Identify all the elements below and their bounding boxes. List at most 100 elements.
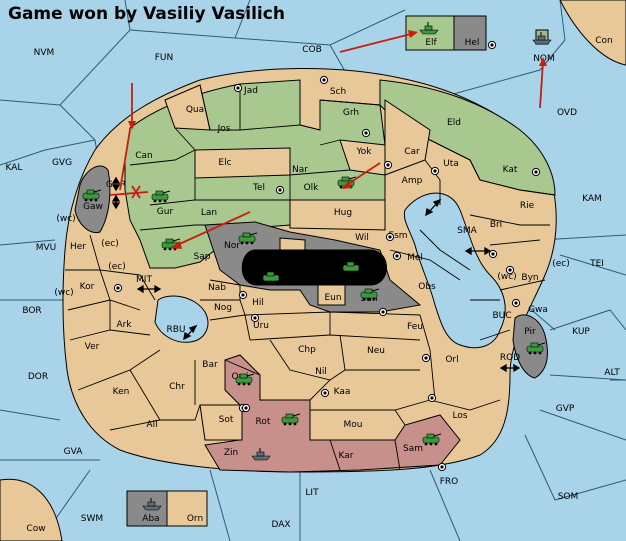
fleet-unit-icon[interactable]: [142, 498, 162, 511]
territory-label-ken[interactable]: Ken: [113, 387, 130, 397]
territory-label-can[interactable]: Can: [135, 151, 153, 161]
territory-label-mel[interactable]: Mel: [407, 253, 423, 263]
territory-label-uru[interactable]: Uru: [253, 321, 269, 331]
sea-label-buc[interactable]: BUC: [492, 311, 511, 321]
sea-label-nom[interactable]: NOM: [533, 54, 555, 64]
army-unit-icon[interactable]: [342, 261, 362, 274]
sea-label-cob[interactable]: COB: [302, 45, 322, 55]
territory-label-rie[interactable]: Rie: [520, 201, 535, 211]
territory-label-feu[interactable]: Feu: [407, 322, 423, 332]
territory-label-ost[interactable]: Ost: [315, 256, 331, 266]
sea-label-tei[interactable]: TEI: [589, 259, 604, 269]
territory-label-hel[interactable]: Hel: [465, 38, 480, 48]
territory-label-jos[interactable]: Jos: [217, 124, 231, 134]
sea-label-mit[interactable]: MIT: [136, 275, 152, 285]
sea-label-rod[interactable]: ROD: [500, 353, 520, 363]
territory-label-sam[interactable]: Sam: [403, 444, 423, 454]
territory-label-esm[interactable]: Esm: [388, 231, 407, 241]
territory-label-wil[interactable]: Wil: [355, 233, 369, 243]
army-unit-icon[interactable]: [526, 342, 546, 355]
sea-label-sma[interactable]: SMA: [457, 226, 477, 236]
sea-label-nvm[interactable]: NVM: [34, 48, 55, 58]
sea-label-kam[interactable]: KAM: [582, 194, 602, 204]
army-unit-icon[interactable]: [82, 189, 102, 202]
army-unit-icon[interactable]: [281, 413, 301, 426]
territory-label-elc[interactable]: Elc: [218, 158, 231, 168]
army-unit-icon[interactable]: [151, 190, 171, 203]
army-unit-icon[interactable]: [262, 271, 282, 284]
territory-label-eld[interactable]: Eld: [447, 118, 461, 128]
territory-label-byn[interactable]: Byn: [521, 273, 538, 283]
sea-label-dax[interactable]: DAX: [271, 520, 290, 530]
territory-label-orn[interactable]: Orn: [187, 514, 203, 524]
territory-label-nab[interactable]: Nab: [208, 283, 226, 293]
territory-label-aba[interactable]: Aba: [142, 514, 159, 524]
territory-label-gur[interactable]: Gur: [157, 207, 174, 217]
sea-label-lit[interactable]: LIT: [305, 488, 319, 498]
sea-label-som[interactable]: SOM: [558, 492, 579, 502]
territory-label-con[interactable]: Con: [595, 36, 613, 46]
sea-label-fun[interactable]: FUN: [155, 53, 174, 63]
territory-label-hug[interactable]: Hug: [334, 208, 352, 218]
territory-label-zin[interactable]: Zin: [224, 448, 238, 458]
territory-label-ail[interactable]: Ail: [146, 420, 157, 430]
sea-label-rbu[interactable]: RBU: [166, 325, 185, 335]
sea-label-gva[interactable]: GVA: [64, 447, 84, 457]
territory-label-bar[interactable]: Bar: [202, 360, 218, 370]
territory-label-jad[interactable]: Jad: [243, 86, 258, 96]
territory-label-cow[interactable]: Cow: [26, 524, 45, 534]
territory-label-nor[interactable]: Nor: [224, 241, 240, 251]
territory-label-lan[interactable]: Lan: [201, 208, 217, 218]
army-unit-icon[interactable]: [360, 288, 380, 301]
territory-label-ver[interactable]: Ver: [85, 342, 100, 352]
army-unit-icon[interactable]: [238, 232, 258, 245]
sea-label-alt[interactable]: ALT: [604, 368, 620, 378]
sea-label-swm[interactable]: SWM: [81, 514, 103, 524]
fleet-unit-icon[interactable]: [251, 448, 271, 461]
sea-label-fro[interactable]: FRO: [440, 477, 459, 487]
territory-label-neu[interactable]: Neu: [367, 346, 385, 356]
territory-label-nar[interactable]: Nar: [292, 165, 308, 175]
territory-label-elf[interactable]: Elf: [425, 38, 437, 48]
sea-label-bor[interactable]: BOR: [22, 306, 41, 316]
territory-label-qua[interactable]: Qua: [186, 105, 204, 115]
territory-label-rot[interactable]: Rot: [256, 417, 271, 427]
territory-label-nil[interactable]: Nil: [315, 367, 327, 377]
territory-label-sch[interactable]: Sch: [330, 87, 346, 97]
sea-label-dor[interactable]: DOR: [28, 372, 48, 382]
territory-label-grh[interactable]: Grh: [343, 108, 359, 118]
territory-label-tel[interactable]: Tel: [252, 183, 265, 193]
sea-label-ovd[interactable]: OVD: [557, 108, 577, 118]
sea-label-kal[interactable]: KAL: [6, 163, 23, 173]
fleet-unit-icon[interactable]: [419, 22, 439, 35]
sea-label-kup[interactable]: KUP: [572, 327, 590, 337]
territory-label-hil[interactable]: Hil: [252, 298, 264, 308]
army-unit-icon[interactable]: [235, 373, 255, 386]
fleet-unit-icon[interactable]: [532, 32, 552, 45]
territory-label-uta[interactable]: Uta: [443, 159, 459, 169]
territory-label-chp[interactable]: Chp: [298, 345, 316, 355]
army-unit-icon[interactable]: [422, 433, 442, 446]
territory-label-yok[interactable]: Yok: [355, 147, 372, 157]
territory-label-los[interactable]: Los: [452, 411, 467, 421]
territory-label-nog[interactable]: Nog: [214, 303, 232, 313]
territory-label-mou[interactable]: Mou: [344, 420, 363, 430]
sea-label-gvp[interactable]: GVP: [556, 404, 575, 414]
territory-label-kar[interactable]: Kar: [339, 451, 354, 461]
territory-label-her[interactable]: Her: [70, 242, 86, 252]
territory-label-web[interactable]: Web: [285, 271, 305, 281]
territory-label-amp[interactable]: Amp: [402, 176, 423, 186]
territory-label-kor[interactable]: Kor: [80, 282, 95, 292]
territory-label-skr[interactable]: Skr: [284, 251, 299, 261]
territory-label-chr[interactable]: Chr: [169, 382, 185, 392]
territory-label-sap[interactable]: Sap: [194, 252, 211, 262]
territory-label-olk[interactable]: Olk: [304, 183, 320, 193]
territory-label-bri[interactable]: Bri: [490, 220, 502, 230]
territory-label-gwa[interactable]: Gwa: [528, 305, 548, 315]
territory-label-orl[interactable]: Orl: [445, 355, 458, 365]
territory-label-gaw[interactable]: Gaw: [83, 202, 103, 212]
sea-label-gvg[interactable]: GVG: [52, 158, 72, 168]
territory-label-kat[interactable]: Kat: [503, 165, 518, 175]
sea-label-mvu[interactable]: MVU: [36, 243, 57, 253]
territory-label-pir[interactable]: Pir: [524, 327, 536, 337]
